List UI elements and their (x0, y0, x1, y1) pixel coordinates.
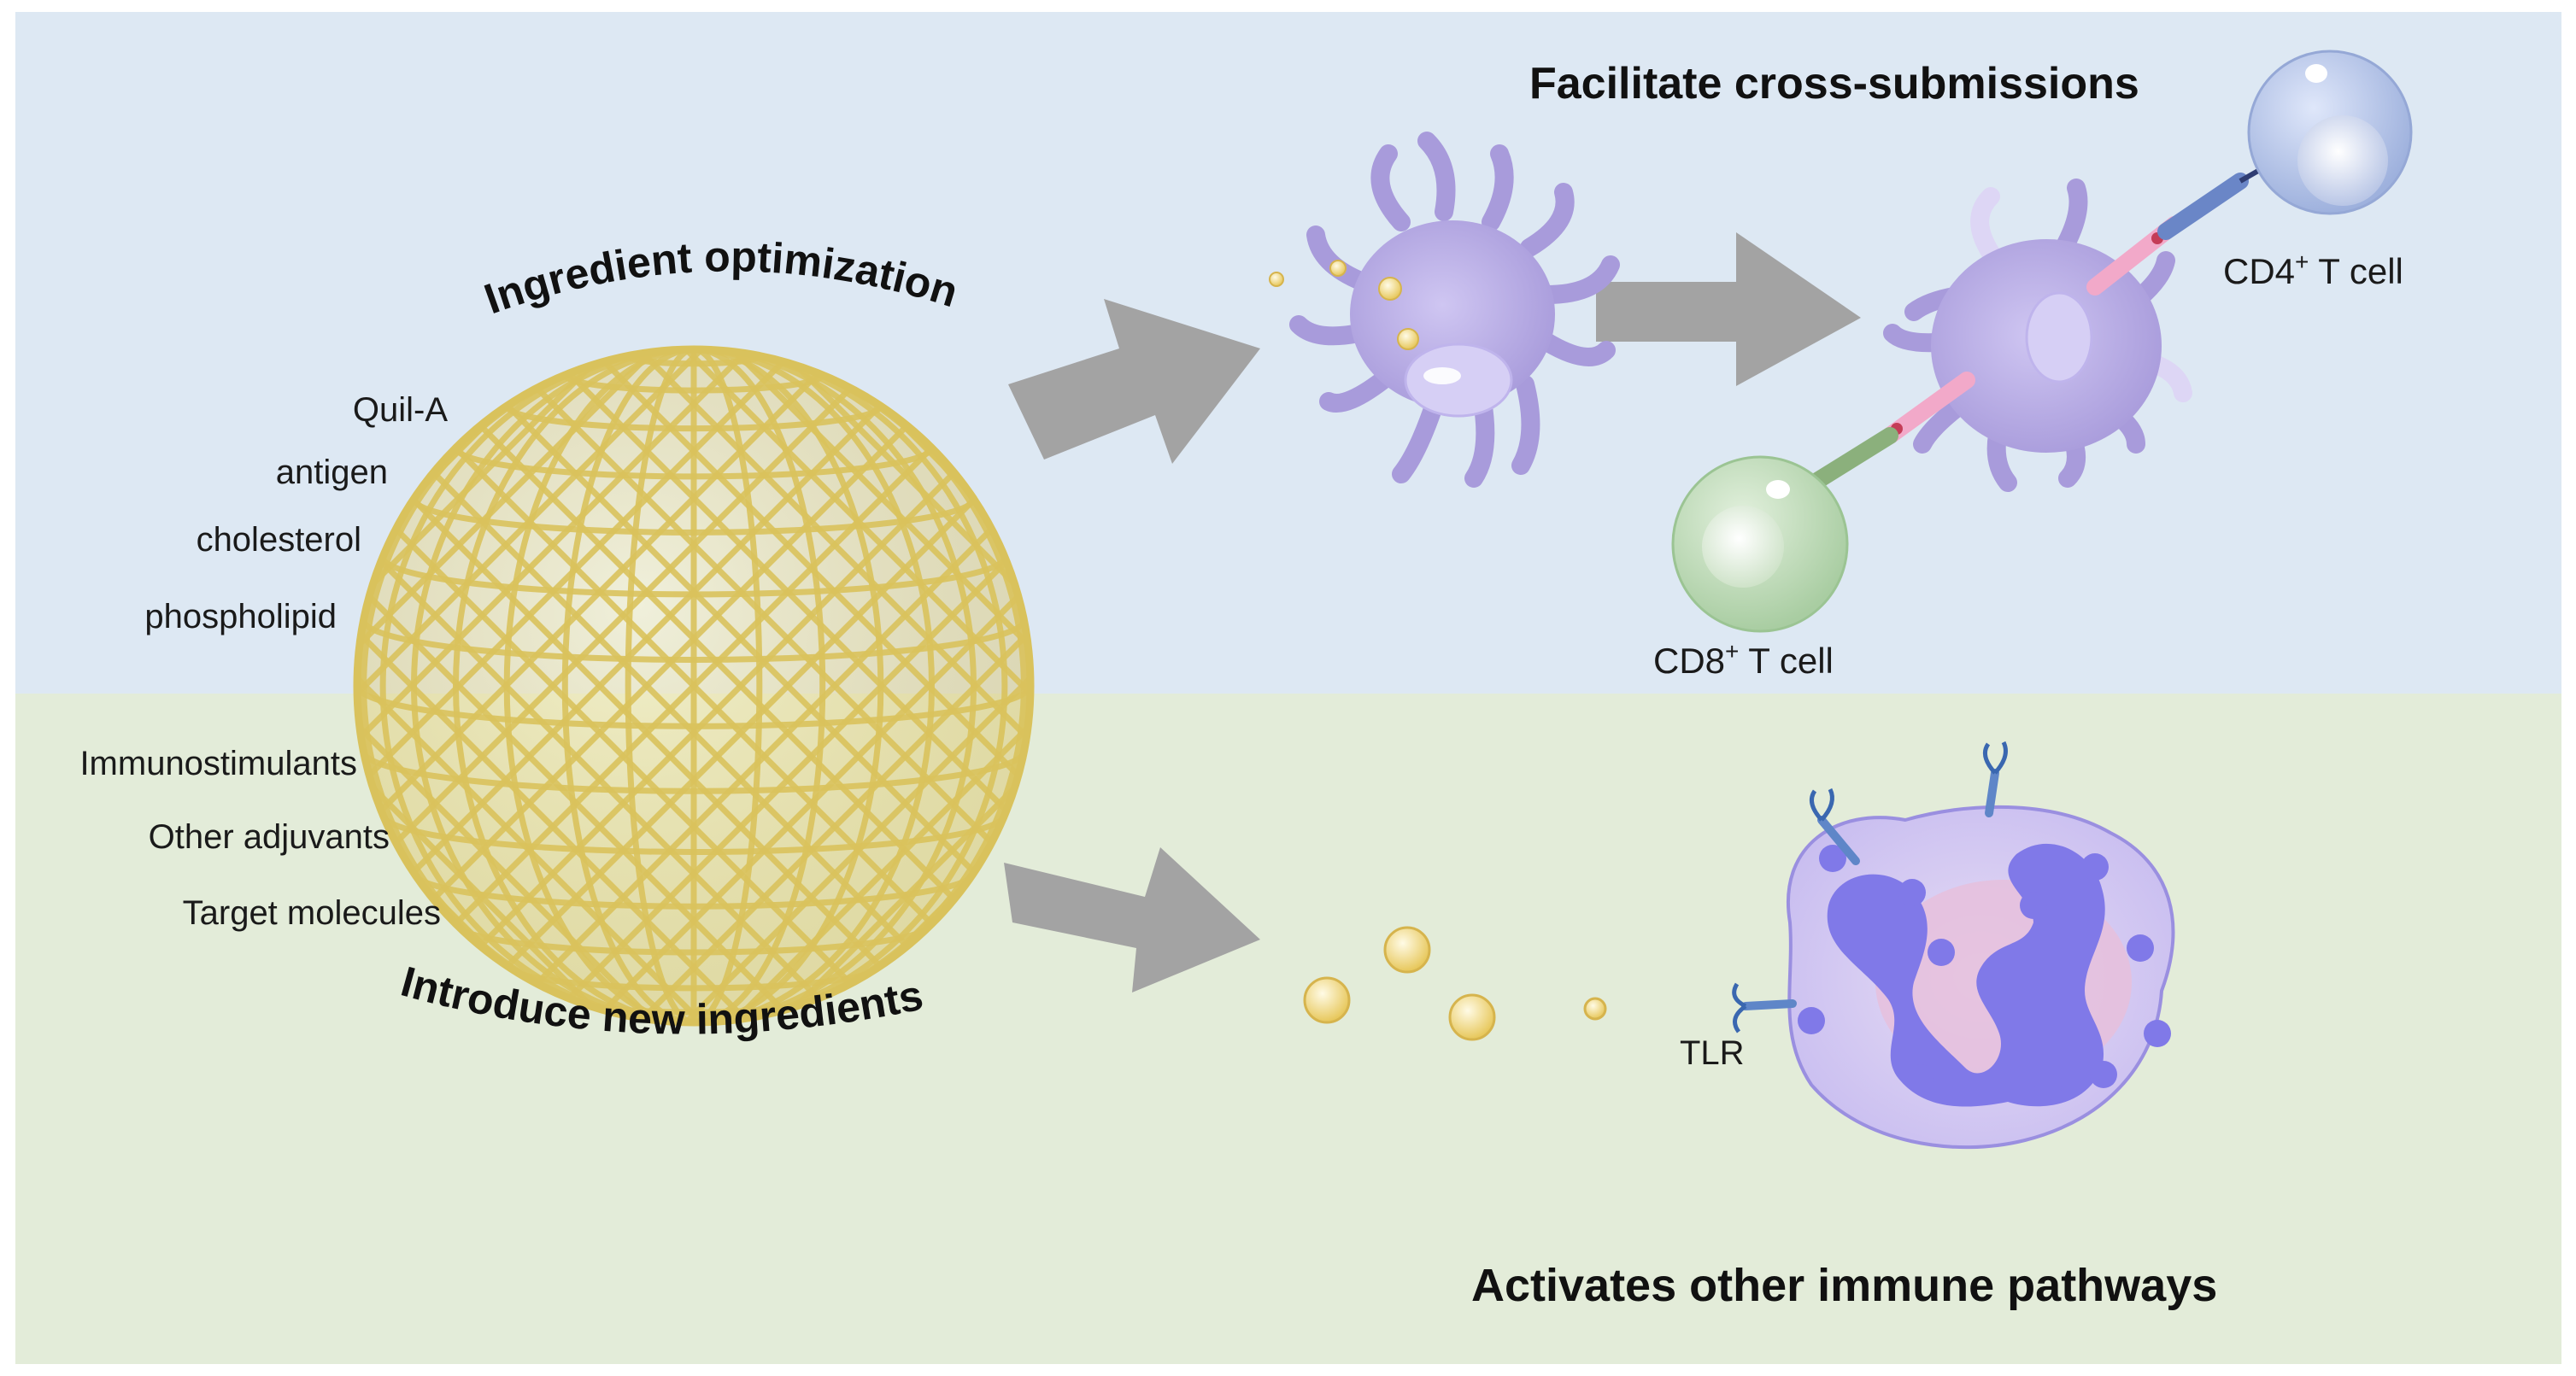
arrow-to-t-cells (1596, 232, 1861, 386)
immune-pathways-heading: Activates other immune pathways (1471, 1260, 2217, 1311)
arrow-to-neutrophil (1004, 847, 1260, 992)
cross-submission-heading: Facilitate cross-submissions (1529, 59, 2139, 108)
ingredient-label: Quil-A (353, 391, 448, 429)
adjuvant-particles (1303, 926, 1607, 1041)
ingredient-label: Target molecules (183, 894, 441, 932)
ingredient-label: antigen (276, 454, 388, 491)
cd4-label: CD4+ T cell (2223, 249, 2403, 291)
ingredient-label: Other adjuvants (149, 818, 390, 856)
tlr-receptor-top-left (1809, 788, 1860, 865)
ingredient-label: phospholipid (144, 598, 337, 635)
antigen-presenting-cell (1883, 179, 2192, 492)
arrow-to-dendritic-cell (1008, 299, 1260, 464)
tlr-receptor-top-right (1982, 741, 2008, 817)
tlr-receptor-left (1732, 982, 1797, 1033)
cd8-t-cell (1671, 455, 1849, 633)
antigen-particles (1269, 260, 1419, 350)
cd4-t-cell (2247, 50, 2413, 215)
ingredient-label: Immunostimulants (79, 745, 357, 782)
cd8-label: CD8+ T cell (1653, 638, 1834, 681)
nanocage-sphere (353, 345, 1035, 1027)
ingredient-label: cholesterol (197, 521, 361, 559)
dendritic-cell (1289, 132, 1620, 488)
tlr-label: TLR (1680, 1034, 1745, 1072)
neutrophil-cell (1787, 805, 2175, 1150)
